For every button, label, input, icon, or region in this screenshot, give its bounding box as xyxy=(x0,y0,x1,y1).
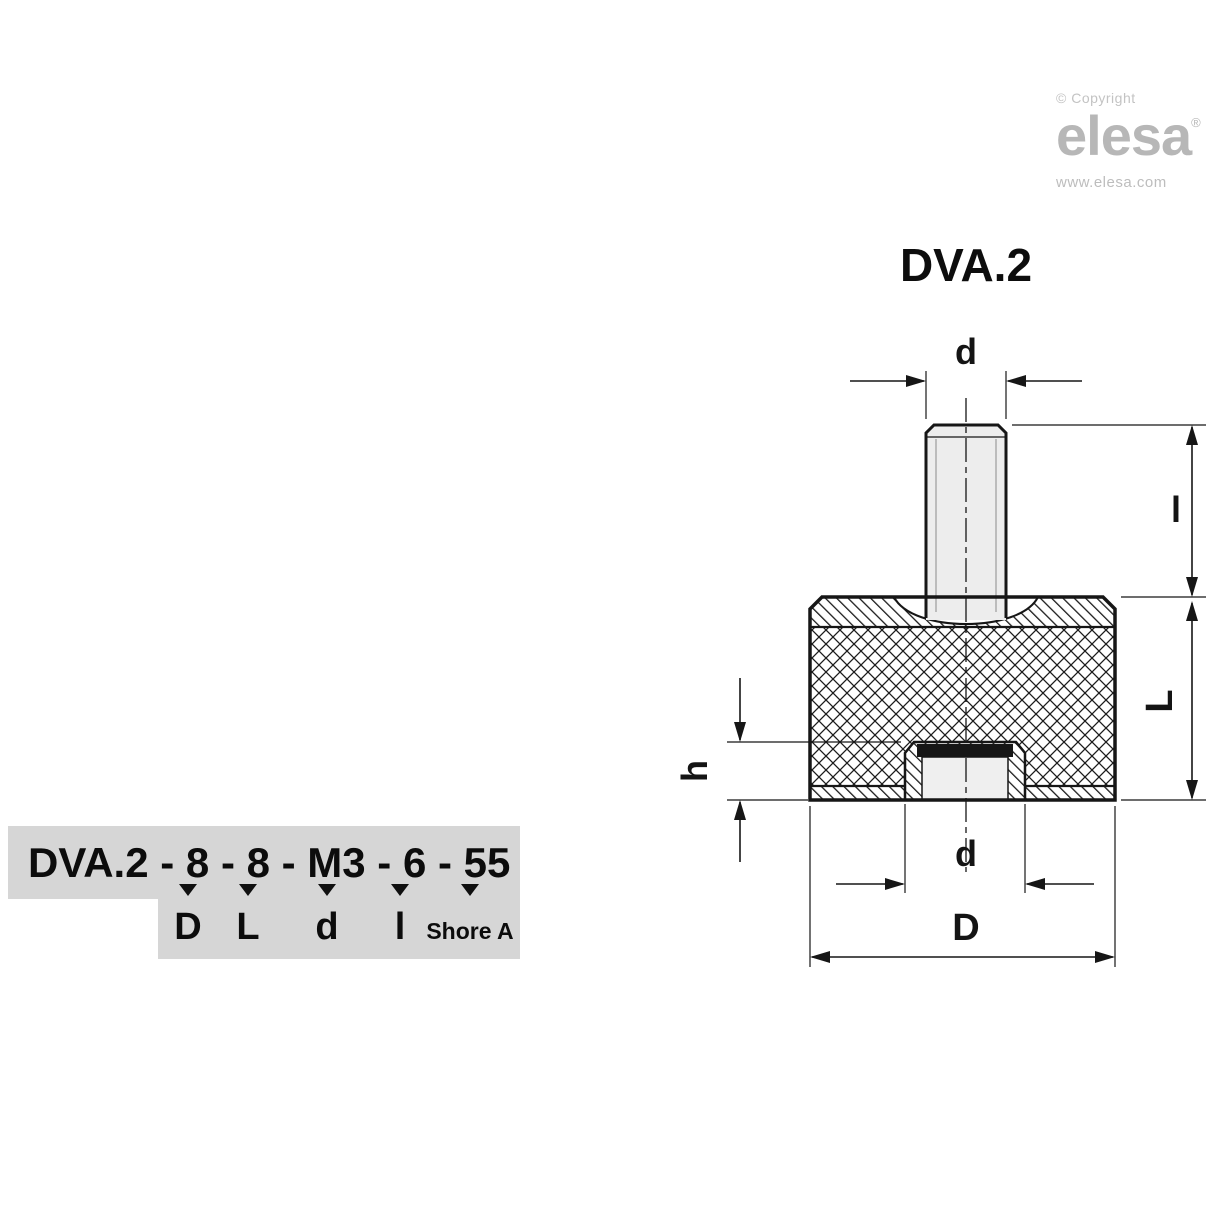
body-outline xyxy=(808,595,1117,802)
copyright-text: © Copyright xyxy=(1056,90,1136,106)
dimension-body-diameter: D xyxy=(809,806,1116,967)
code-label-l: l xyxy=(394,906,406,948)
dimension-stud-diameter: d xyxy=(850,331,1082,419)
registered-mark-icon: ® xyxy=(1191,115,1201,130)
dim-label-insert-diameter: d xyxy=(955,833,977,874)
code-label-d: d xyxy=(315,906,339,948)
arrow-down-icon xyxy=(239,884,257,896)
arrow-down-icon xyxy=(179,884,197,896)
dim-label-insert-depth: h xyxy=(674,760,715,782)
dim-label-stud-length: l xyxy=(1171,489,1181,530)
dimension-body-height: L xyxy=(1121,601,1206,801)
dim-label-body-diameter: D xyxy=(952,907,979,949)
code-labels-box xyxy=(158,899,520,959)
elesa-logo: elesa xyxy=(1056,104,1192,167)
threaded-insert xyxy=(903,740,1027,802)
dimension-stud-length: l xyxy=(1012,424,1206,598)
arrow-down-icon xyxy=(318,884,336,896)
elesa-branding: © Copyright elesa® www.elesa.com xyxy=(1056,90,1212,191)
dimension-insert-depth: h xyxy=(674,678,901,862)
ordering-code: DVA.2 - 8 - 8 - M3 - 6 - 55 xyxy=(28,838,511,886)
dim-label-body-height: L xyxy=(1139,689,1181,712)
elesa-logo-row: elesa® xyxy=(1056,108,1212,164)
website-url: www.elesa.com xyxy=(1056,174,1167,191)
arrow-down-icon xyxy=(391,884,409,896)
arrow-down-icon xyxy=(461,884,479,896)
dim-label-stud-diameter: d xyxy=(955,331,977,372)
code-label-D: D xyxy=(174,906,202,948)
ordering-code-box: DVA.2 - 8 - 8 - M3 - 6 - 55 xyxy=(8,826,520,899)
dimension-insert-diameter: d xyxy=(836,804,1094,893)
code-label-shore-a: Shore A xyxy=(426,918,514,944)
product-title: DVA.2 xyxy=(899,239,1033,291)
code-label-L: L xyxy=(236,906,260,948)
